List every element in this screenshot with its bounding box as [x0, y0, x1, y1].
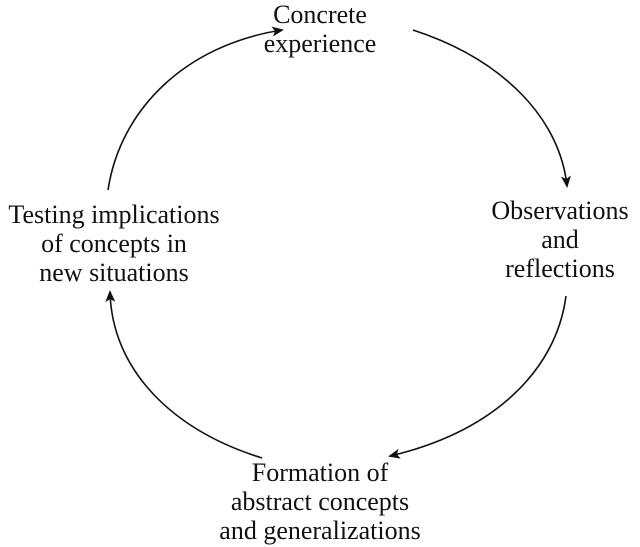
node-label-line: Testing implications	[8, 200, 220, 229]
node-label-line: experience	[263, 29, 377, 58]
arrow-left-to-top	[107, 26, 284, 191]
arrow-right-to-bottom	[388, 295, 567, 459]
node-formation-of-abstract-concepts: Formation of abstract concepts and gener…	[210, 458, 430, 545]
node-testing-implications: Testing implications of concepts in new …	[0, 200, 228, 287]
node-observations-and-reflections: Observations and reflections	[472, 196, 640, 283]
node-label-line: Concrete	[273, 0, 367, 29]
node-label-line: reflections	[505, 254, 615, 283]
node-label-line: new situations	[39, 258, 189, 287]
node-label-line: and	[541, 225, 579, 254]
arrow-top-to-right	[412, 29, 571, 188]
node-label-line: Formation of	[251, 458, 389, 487]
node-label-line: and generalizations	[219, 516, 421, 545]
node-concrete-experience: Concrete experience	[220, 0, 420, 58]
node-label-line: Observations	[491, 196, 629, 225]
node-label-line: abstract concepts	[230, 487, 410, 516]
node-label-line: of concepts in	[41, 229, 187, 258]
arrow-bottom-to-left	[105, 290, 263, 459]
